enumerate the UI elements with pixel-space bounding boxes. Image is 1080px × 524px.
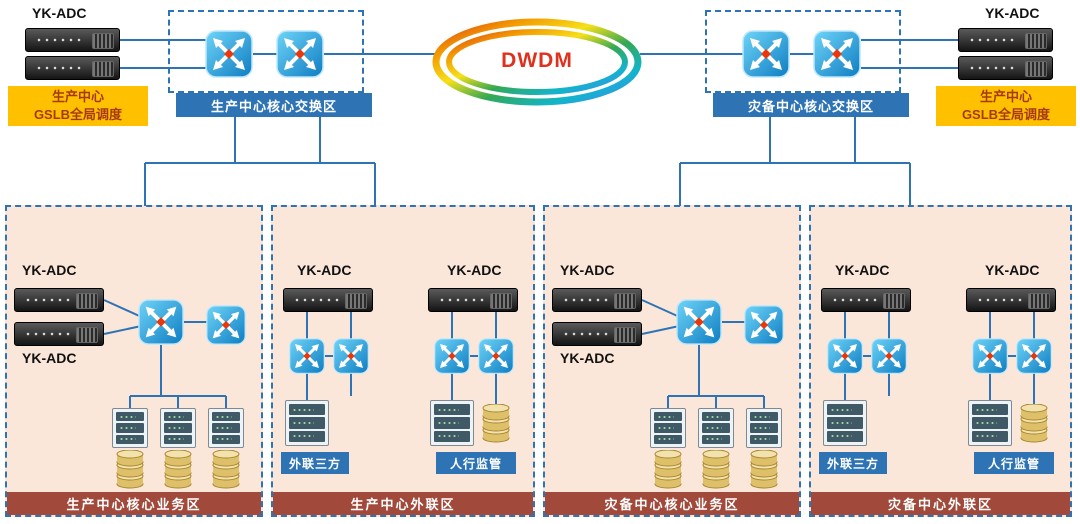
switch-icon — [813, 30, 861, 78]
switch-icon — [333, 338, 369, 374]
server-appliance-icon — [958, 56, 1053, 80]
gslb-badge-line1: 生产中心 — [979, 89, 1032, 104]
server-appliance-icon — [966, 288, 1056, 312]
server-rack-icon — [746, 408, 782, 448]
yk-adc-label: YK-ADC — [32, 5, 87, 21]
server-appliance-icon — [14, 288, 104, 312]
zone-label-dr-core-switch: 灾备中心核心交换区 — [713, 93, 909, 117]
server-appliance-icon — [552, 288, 642, 312]
database-cylinder-icon — [115, 450, 145, 490]
server-rack-icon — [208, 408, 244, 448]
core-switch-zone-box-left — [168, 10, 364, 93]
switch-icon — [676, 299, 722, 345]
yk-adc-label: YK-ADC — [297, 262, 352, 278]
panel-title-bar: 生产中心外联区 — [273, 492, 533, 515]
yk-adc-label: YK-ADC — [22, 262, 77, 278]
server-appliance-icon — [958, 28, 1053, 52]
server-rack-icon — [823, 400, 867, 446]
server-rack-icon — [160, 408, 196, 448]
server-rack-icon — [430, 400, 474, 446]
zone-label-prod-core-switch: 生产中心核心交换区 — [176, 93, 372, 117]
dwdm-label: DWDM — [501, 49, 573, 72]
database-cylinder-icon — [481, 404, 511, 444]
switch-icon — [276, 30, 324, 78]
server-appliance-icon — [14, 322, 104, 346]
database-cylinder-icon — [163, 450, 193, 490]
yk-adc-label: YK-ADC — [985, 5, 1040, 21]
gslb-badge-line2: GSLB全局调度 — [33, 107, 123, 122]
yk-adc-label: YK-ADC — [835, 262, 890, 278]
panel-title-bar: 生产中心核心业务区 — [7, 492, 261, 515]
server-appliance-icon — [552, 322, 642, 346]
database-cylinder-icon — [749, 450, 779, 490]
switch-icon — [972, 338, 1008, 374]
server-rack-icon — [285, 400, 329, 446]
tag-external-third-party: 外联三方 — [819, 452, 887, 474]
tag-pboc-regulation: 人行监管 — [974, 452, 1054, 474]
dwdm-ring-icon — [432, 18, 642, 106]
tag-pboc-regulation: 人行监管 — [436, 452, 516, 474]
tag-external-third-party: 外联三方 — [281, 452, 349, 474]
yk-adc-label: YK-ADC — [22, 350, 77, 366]
core-switch-zone-box-right — [705, 10, 901, 93]
server-rack-icon — [968, 400, 1012, 446]
server-appliance-icon — [821, 288, 911, 312]
server-appliance-icon — [25, 28, 120, 52]
yk-adc-label: YK-ADC — [447, 262, 502, 278]
server-appliance-icon — [428, 288, 518, 312]
panel-title-bar: 灾备中心核心业务区 — [545, 492, 799, 515]
panel-title-bar: 灾备中心外联区 — [811, 492, 1070, 515]
switch-icon — [206, 305, 246, 345]
database-cylinder-icon — [653, 450, 683, 490]
gslb-badge-right: 生产中心 GSLB全局调度 — [936, 86, 1076, 126]
switch-icon — [1016, 338, 1052, 374]
server-rack-icon — [112, 408, 148, 448]
yk-adc-label: YK-ADC — [985, 262, 1040, 278]
switch-icon — [205, 30, 253, 78]
server-appliance-icon — [283, 288, 373, 312]
gslb-badge-line1: 生产中心 — [51, 89, 104, 104]
server-appliance-icon — [25, 56, 120, 80]
gslb-badge-left: 生产中心 GSLB全局调度 — [8, 86, 148, 126]
switch-icon — [434, 338, 470, 374]
yk-adc-label: YK-ADC — [560, 262, 615, 278]
switch-icon — [827, 338, 863, 374]
gslb-badge-line2: GSLB全局调度 — [961, 107, 1051, 122]
database-cylinder-icon — [1019, 404, 1049, 444]
switch-icon — [289, 338, 325, 374]
server-rack-icon — [698, 408, 734, 448]
database-cylinder-icon — [701, 450, 731, 490]
switch-icon — [478, 338, 514, 374]
database-cylinder-icon — [211, 450, 241, 490]
server-rack-icon — [650, 408, 686, 448]
switch-icon — [871, 338, 907, 374]
switch-icon — [742, 30, 790, 78]
yk-adc-label: YK-ADC — [560, 350, 615, 366]
switch-icon — [138, 299, 184, 345]
switch-icon — [744, 305, 784, 345]
